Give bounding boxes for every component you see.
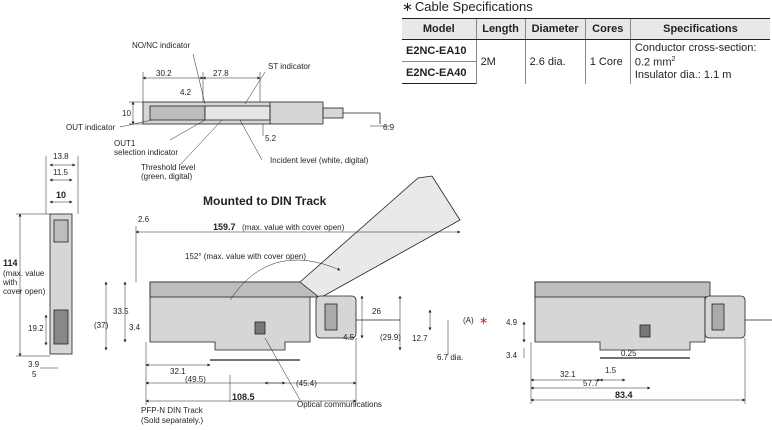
col-cores: Cores <box>584 18 631 40</box>
cable-spec-title: ∗Cable Specifications <box>402 0 770 18</box>
dim-57-7: 57.7 <box>583 379 599 388</box>
dim-13-8: 13.8 <box>53 152 69 161</box>
dim-3-4-din: 3.4 <box>129 323 141 332</box>
dim-3-9: 3.9 <box>28 360 40 369</box>
asterisk-mark: ∗ <box>402 0 413 14</box>
dim-26: 26 <box>372 307 381 316</box>
right-view-labels: 4.9 3.4 0.25 32.1 1.5 57.7 83.4 <box>506 318 637 400</box>
right-view <box>522 281 772 404</box>
din-track-title: Mounted to DIN Track <box>203 194 327 208</box>
dim-6-7: 6.7 dia. <box>437 353 463 362</box>
dim-37: (37) <box>94 321 109 330</box>
dim-5: 5 <box>32 370 37 379</box>
dim-159-7: 159.7 <box>213 222 236 232</box>
spec-line-2-sup: 2 <box>671 56 676 64</box>
col-model: Model <box>402 18 477 40</box>
dim-4-9: 4.9 <box>506 318 518 327</box>
cable-spec-section: ∗Cable Specifications Model Length Diame… <box>402 0 770 84</box>
din-view-labels: 2.6 159.7 (max. value with cover open) 1… <box>94 215 488 425</box>
side-view <box>16 156 79 369</box>
cell-cores: 1 Core <box>584 39 631 84</box>
cable-spec-table: Model Length Diameter Cores Specificatio… <box>402 18 770 84</box>
dim-159-7-note: (max. value with cover open) <box>242 223 345 232</box>
dim-3-4-right: 3.4 <box>506 351 518 360</box>
dim-32-1-din: 32.1 <box>170 367 186 376</box>
threshold-label: Threshold level <box>141 163 195 172</box>
cell-specifications: Conductor cross-section: 0.2 mm2 Insulat… <box>629 39 770 84</box>
dim-12-7: 12.7 <box>412 334 428 343</box>
out-indicator-label: OUT indicator <box>66 123 116 132</box>
dim-19-2: 19.2 <box>28 324 44 333</box>
cable-spec-title-text: Cable Specifications <box>414 0 533 14</box>
model-ea40: E2NC-EA40 <box>402 61 477 84</box>
col-diameter: Diameter <box>524 18 586 40</box>
open-cover <box>299 175 461 299</box>
dim-10-side: 10 <box>56 190 66 200</box>
dim-30-2: 30.2 <box>156 69 172 78</box>
dim-83-4: 83.4 <box>615 390 633 400</box>
dim-11-5: 11.5 <box>53 168 69 177</box>
spec-line-1: Conductor cross-section: <box>634 42 757 55</box>
top-view <box>119 53 390 166</box>
a-star: ∗ <box>479 315 488 327</box>
dim-27-8: 27.8 <box>213 69 229 78</box>
dim-108-5: 108.5 <box>232 392 255 402</box>
dim-4-2: 4.2 <box>180 88 192 97</box>
dim-6-9: 6.9 <box>383 123 395 132</box>
nonc-indicator-label: NO/NC indicator <box>132 41 191 50</box>
cell-diameter: 2.6 dia. <box>524 39 586 84</box>
incident-level-label: Incident level (white, digital) <box>270 156 369 165</box>
dim-29-9: (29.9) <box>380 333 401 342</box>
amp-display <box>204 105 271 121</box>
top-view-labels: NO/NC indicator ST indicator OUT indicat… <box>66 41 395 181</box>
dim-1-5: 1.5 <box>605 366 617 375</box>
din-view <box>104 175 461 405</box>
threshold-color-label: (green, digital) <box>141 172 192 181</box>
dim-10-top: 10 <box>122 109 131 118</box>
optical-communications-label: Optical communications <box>297 400 382 409</box>
pfp-din-track-label: PFP-N DIN Track <box>141 406 204 415</box>
amp-panel <box>149 105 206 121</box>
a-label: (A) <box>463 316 474 325</box>
spec-line-2-value: 0.2 mm <box>634 57 672 70</box>
dim-114: 114 <box>3 258 18 268</box>
dim-5-2: 5.2 <box>265 134 277 143</box>
dim-114-note-2: with <box>2 278 17 287</box>
st-indicator-label: ST indicator <box>268 62 311 71</box>
out1-label: OUT1 <box>114 139 136 148</box>
spec-line-2: 0.2 mm2 <box>635 54 766 69</box>
col-specifications: Specifications <box>629 18 770 40</box>
cell-length: 2M <box>475 39 526 84</box>
optical-port <box>254 321 266 335</box>
out1-selection-label: selection indicator <box>114 148 178 157</box>
angle-152: 152° (max. value with cover open) <box>185 252 306 261</box>
dim-4-5: 4.5 <box>343 333 355 342</box>
dim-49-5: (49.5) <box>185 375 206 384</box>
amp-connector <box>322 107 344 119</box>
pfp-sold-separately-label: (Sold separately.) <box>141 416 203 425</box>
dim-114-note-3: cover open) <box>3 287 46 296</box>
amp-body-din <box>149 281 311 351</box>
spec-line-3: Insulator dia.: 1.1 m <box>634 69 732 82</box>
dim-0-25: 0.25 <box>621 349 637 358</box>
side-view-labels: 13.8 11.5 10 114 (max. value with cover … <box>2 152 69 379</box>
dim-2-6: 2.6 <box>138 215 150 224</box>
col-length: Length <box>475 18 526 40</box>
dim-45-4: (45.4) <box>296 379 317 388</box>
dim-114-note-1: (max. value <box>3 269 45 278</box>
model-ea10: E2NC-EA10 <box>406 44 467 57</box>
dim-32-1-right: 32.1 <box>560 370 576 379</box>
optical-port-right <box>639 324 651 338</box>
dim-33-5: 33.5 <box>113 307 129 316</box>
